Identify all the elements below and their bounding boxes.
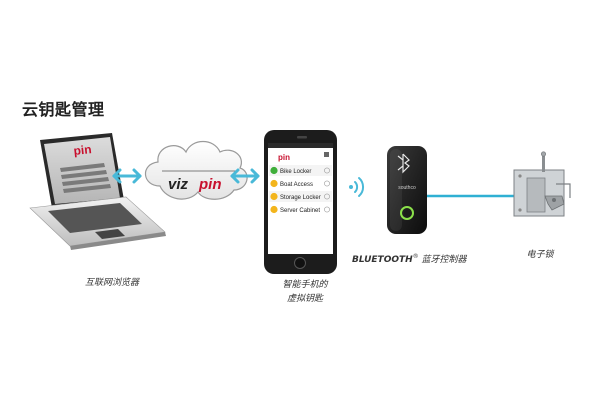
controller-brand: southco [398,185,416,191]
status-dot-icon [270,192,278,201]
menu-icon[interactable] [324,152,329,157]
lock-bolt-rod [542,154,545,172]
list-item[interactable]: Server Cabinet [269,204,332,215]
phone-caption-line2: 虚拟钥匙 [286,294,323,304]
laptop-caption: 互联网浏览器 [84,278,139,288]
list-item[interactable]: Bike Locker [269,165,332,176]
list-item-label: Bike Locker [280,169,311,175]
controller-body [387,146,427,234]
chevron-right-icon [324,180,330,187]
electronic-lock [513,151,571,217]
bluetooth-icon [397,153,410,174]
list-item-label: Storage Locker [280,195,321,201]
cloud-logo-viz: viz [168,176,189,193]
phone-home-button[interactable] [294,257,306,269]
phone-status-bar [268,143,333,148]
list-item[interactable]: Storage Locker [269,191,332,202]
phone-caption-line1: 智能手机的 [282,280,328,290]
lock-housing [526,177,546,213]
status-led-icon [400,206,414,220]
phone-item-list: Bike Locker Boat Access Storage Locker S… [269,165,332,215]
laptop-front-edge [70,232,166,250]
wireless-signal-icon [349,177,365,197]
status-dot-icon [270,205,278,214]
laptop-screen-logo: pin [73,142,92,158]
lock-latch [544,195,565,211]
chevron-right-icon [324,167,330,174]
list-item[interactable]: Boat Access [269,178,332,189]
bluetooth-controller: southco [387,146,427,234]
phone-caption: 智能手机的 虚拟钥匙 [250,278,360,306]
laptop-keyboard [48,203,142,233]
controller-caption-brand: BLUETOOTH [352,255,413,265]
lock-caption: 电子锁 [526,250,554,260]
arrow-cloud-phone [230,168,260,184]
chevron-right-icon [324,193,330,200]
smartphone: pin Bike Locker Boat Access Storage Lock… [264,130,337,274]
cloud-logo-pin: pin [198,176,222,193]
chevron-right-icon [324,206,330,213]
controller-caption-reg: ® [412,253,419,260]
status-dot-icon [270,179,278,188]
cloud: viz pin [144,140,248,200]
status-dot-icon [270,166,278,175]
cloud-shape [144,140,248,200]
laptop-screen-rows [60,163,111,193]
laptop-trackpad [95,229,125,239]
list-item-label: Server Cabinet [280,208,320,214]
controller-caption-rest: 蓝牙控制器 [418,255,467,265]
laptop: pin [29,133,166,250]
arrow-laptop-cloud [112,168,142,184]
page-title: 云钥匙管理 [22,100,105,119]
phone-speaker [297,136,307,139]
list-item-label: Boat Access [280,182,313,188]
phone-app-logo: pin [278,153,290,162]
controller-caption: BLUETOOTH® 蓝牙控制器 [352,252,467,265]
